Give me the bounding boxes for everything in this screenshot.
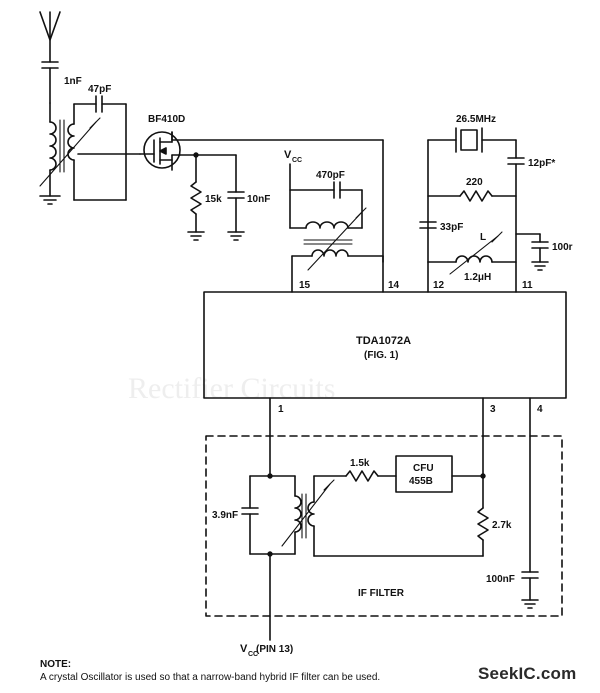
ground-symbol-2 xyxy=(187,231,205,241)
label-pin14: 14 xyxy=(388,280,400,291)
label-220: 220 xyxy=(466,177,483,188)
input-transformer xyxy=(39,102,101,197)
label-vcc: V xyxy=(284,149,292,161)
logo-name: SeekIC xyxy=(478,664,536,683)
label-l: L xyxy=(480,232,486,243)
antenna-icon xyxy=(39,11,61,63)
label-pin1: 1 xyxy=(278,404,284,415)
label-vcc-bottom-pin: (PIN 13) xyxy=(256,644,293,655)
label-pin4: 4 xyxy=(537,404,543,415)
osc-tank-470pf xyxy=(289,163,384,293)
label-pin12: 12 xyxy=(433,280,445,291)
capacitor-100r xyxy=(515,233,549,271)
inductor-l xyxy=(427,231,517,275)
resistor-220 xyxy=(427,190,517,202)
footnote-title: NOTE: xyxy=(40,659,72,670)
label-bf410d: BF410D xyxy=(148,114,185,125)
cfu-label-2: 455B xyxy=(409,476,433,487)
label-vcc-bottom-sub: CC xyxy=(248,651,258,658)
ic-name: TDA1072A xyxy=(356,335,411,347)
label-470pf: 470pF xyxy=(316,170,345,181)
footnote: NOTE: A crystal Oscillator is used so th… xyxy=(40,658,380,684)
ground-symbol-1 xyxy=(39,195,61,205)
label-pin15: 15 xyxy=(299,280,311,291)
tank-circuit xyxy=(73,95,141,201)
fet-bf410d xyxy=(139,131,181,171)
label-3-9nf: 3.9nF xyxy=(212,510,238,521)
if-filter-network xyxy=(241,455,539,641)
label-47pf: 47pF xyxy=(88,84,111,95)
label-vcc-bottom: V xyxy=(240,643,248,655)
ic-tda1072a xyxy=(203,291,567,399)
ic-ref: (FIG. 1) xyxy=(364,350,398,361)
label-2-7k: 2.7k xyxy=(492,520,512,531)
label-33pf: 33pF xyxy=(440,222,463,233)
crystal-26-5mhz xyxy=(427,127,525,293)
ground-symbol-3 xyxy=(227,231,245,241)
label-vcc-sub: CC xyxy=(292,157,302,164)
label-crystal: 26.5MHz xyxy=(456,114,496,125)
cfu-label-1: CFU xyxy=(413,463,434,474)
if-filter-box xyxy=(205,435,563,617)
capacitor-1nf xyxy=(41,61,59,104)
label-10nf: 10nF xyxy=(247,194,270,205)
label-100r: 100r xyxy=(552,242,573,253)
logo-domain: .com xyxy=(535,664,577,683)
footnote-text: A crystal Oscillator is used so that a n… xyxy=(40,672,381,683)
label-1-2uh: 1.2μH xyxy=(464,272,491,283)
label-pin11: 11 xyxy=(522,280,533,291)
label-12pf: 12pF* xyxy=(528,158,555,169)
label-1-5k: 1.5k xyxy=(350,458,370,469)
label-15k: 15k xyxy=(205,194,222,205)
wire-source-bias xyxy=(171,152,245,233)
watermark-text: Rectifier Circuits xyxy=(128,372,335,405)
wire-drain-pin14 xyxy=(171,131,384,263)
label-100nf: 100nF xyxy=(486,574,515,585)
capacitor-33pf xyxy=(419,221,437,229)
label-pin3: 3 xyxy=(490,404,496,415)
seekic-logo: SeekIC.com xyxy=(478,664,576,684)
label-1nf: 1nF xyxy=(64,76,82,87)
label-if-filter: IF FILTER xyxy=(358,588,405,599)
